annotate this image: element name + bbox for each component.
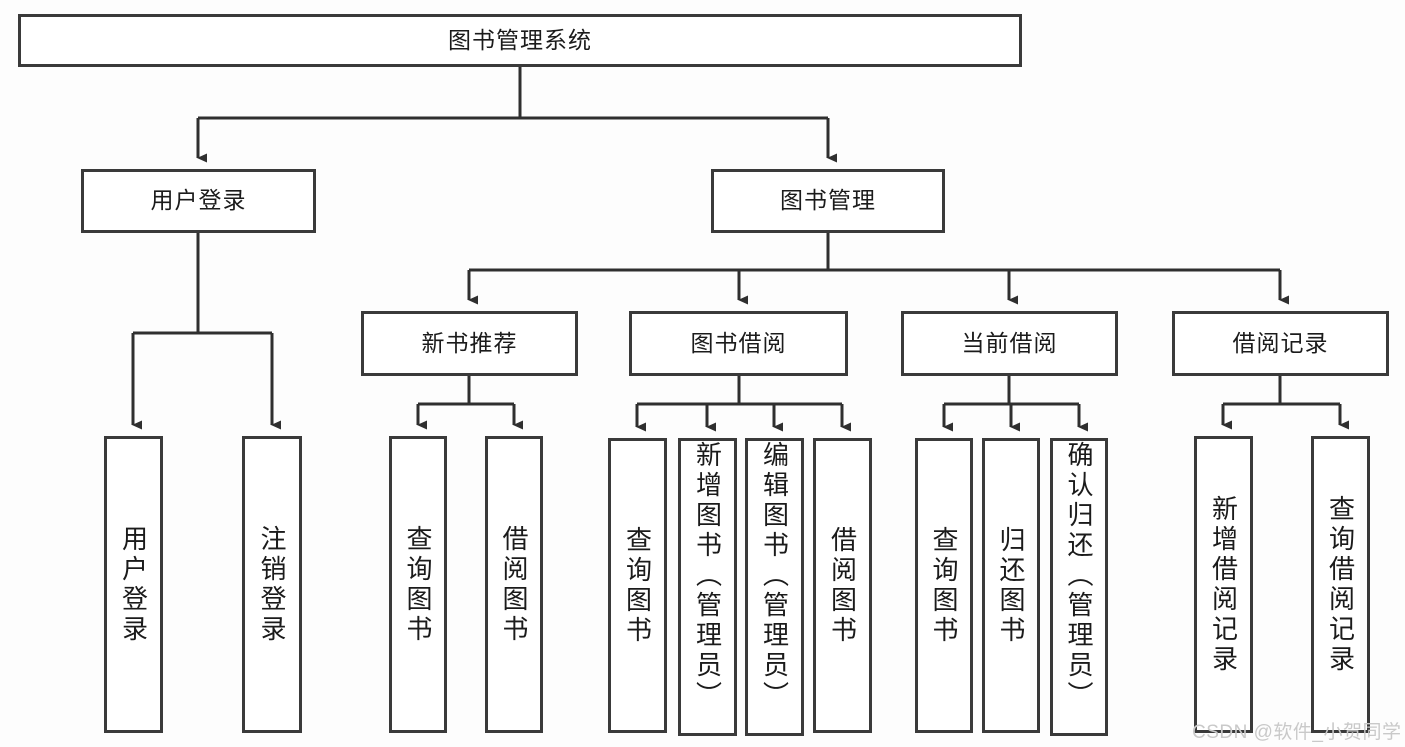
node-leaf-new-query: 查询图书 <box>389 436 447 733</box>
node-leaf-bor-lend: 借阅图书 <box>813 438 872 733</box>
node-label: 新书推荐 <box>421 329 518 356</box>
node-label: 借阅记录 <box>1232 329 1329 356</box>
node-current: 当前借阅 <box>901 311 1118 376</box>
node-label: 编辑图书（管理员） <box>759 441 790 711</box>
node-leaf-cur-query: 查询图书 <box>915 438 973 733</box>
node-newbook: 新书推荐 <box>361 311 578 376</box>
watermark-label: CSDN @软件_小贺同学 <box>1192 722 1402 743</box>
node-label: 查询图书 <box>622 525 653 646</box>
node-leaf-rec-add: 新增借阅记录 <box>1194 436 1253 733</box>
node-label: 当前借阅 <box>961 329 1058 356</box>
node-leaf-user-login: 用户登录 <box>104 436 163 733</box>
node-leaf-rec-query: 查询借阅记录 <box>1311 436 1370 733</box>
node-label: 查询图书 <box>403 524 433 645</box>
node-label: 注销登录 <box>257 524 287 645</box>
node-leaf-cur-confirm: 确认归还（管理员） <box>1050 438 1108 736</box>
node-label: 图书管理 <box>780 187 876 214</box>
node-login: 用户登录 <box>81 169 316 233</box>
node-leaf-bor-query: 查询图书 <box>608 438 667 733</box>
node-label: 确认归还（管理员） <box>1064 441 1094 711</box>
node-leaf-bor-edit: 编辑图书（管理员） <box>745 438 804 736</box>
node-leaf-user-logout: 注销登录 <box>242 436 302 733</box>
node-label: 归还图书 <box>996 525 1026 646</box>
node-label: 查询图书 <box>929 525 959 646</box>
node-label: 图书管理系统 <box>448 26 592 53</box>
node-bookmgmt: 图书管理 <box>711 169 945 233</box>
node-label: 用户登录 <box>118 524 149 645</box>
node-label: 图书借阅 <box>690 329 787 356</box>
node-label: 用户登录 <box>150 187 247 214</box>
node-label: 新增图书（管理员） <box>692 441 723 711</box>
node-leaf-new-borrow: 借阅图书 <box>485 436 543 733</box>
node-leaf-bor-add: 新增图书（管理员） <box>678 438 737 736</box>
node-borrow: 图书借阅 <box>629 311 848 376</box>
node-label: 借阅图书 <box>499 524 529 645</box>
node-leaf-cur-return: 归还图书 <box>982 438 1040 733</box>
node-label: 借阅图书 <box>827 525 858 646</box>
node-label: 新增借阅记录 <box>1208 494 1239 675</box>
node-label: 查询借阅记录 <box>1325 494 1356 675</box>
node-root: 图书管理系统 <box>18 14 1022 67</box>
node-records: 借阅记录 <box>1172 311 1389 376</box>
